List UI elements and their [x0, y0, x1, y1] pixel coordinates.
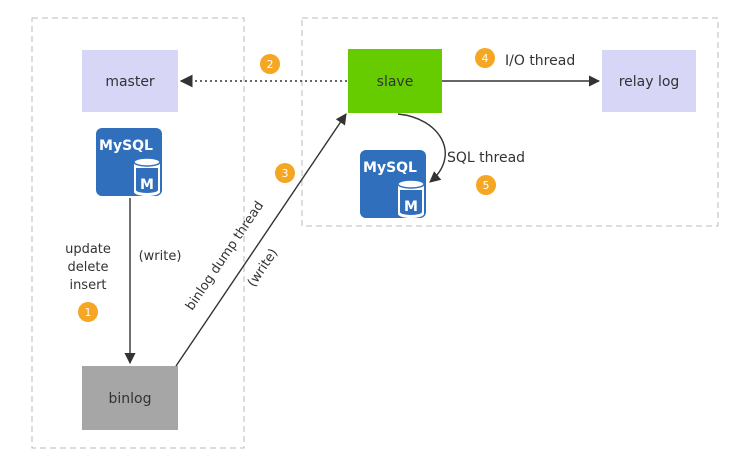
step-badge-5: 5 [476, 175, 496, 195]
sql-thread-arrow [397, 113, 446, 183]
io-thread-label: I/O thread [505, 53, 575, 69]
mysql-m-letter: M [140, 177, 154, 193]
step-badge-3: 3 [275, 163, 295, 183]
write-diagonal-label: (write) [245, 246, 281, 290]
binlog-dump-thread-label: binlog dump thread [183, 199, 267, 314]
mysql-slave-icon: MySQL M [360, 150, 426, 218]
mysql-brand-text: MySQL [99, 138, 153, 154]
slave-node [348, 49, 442, 113]
step-badge-4: 4 [475, 48, 495, 68]
step-number: 4 [482, 52, 489, 65]
insert-label: insert [69, 278, 106, 293]
database-cylinder-icon [397, 179, 425, 218]
step-badge-2: 2 [260, 54, 280, 74]
step-badge-1: 1 [78, 302, 98, 322]
binlog-label: binlog [109, 391, 152, 407]
master-node [82, 50, 178, 112]
slave-group-border [301, 17, 719, 227]
slave-label: slave [377, 74, 414, 90]
write-left-label: (write) [139, 249, 182, 264]
mysql-master-icon: MySQL M [96, 128, 162, 196]
relay-log-label: relay log [619, 74, 680, 90]
step-number: 2 [267, 58, 274, 71]
delete-label: delete [68, 260, 109, 275]
step-number: 5 [483, 179, 490, 192]
master-group-border [31, 17, 245, 449]
binlog-node [82, 366, 178, 430]
step-number: 3 [282, 167, 289, 180]
master-label: master [105, 74, 155, 90]
database-cylinder-icon [133, 157, 161, 196]
mysql-m-letter: M [404, 199, 418, 215]
update-label: update [65, 242, 111, 257]
binlog-dump-arrow [175, 113, 347, 367]
sql-thread-label: SQL thread [447, 150, 525, 166]
mysql-brand-text: MySQL [363, 160, 417, 176]
relay-log-node [602, 50, 696, 112]
step-number: 1 [85, 306, 92, 319]
